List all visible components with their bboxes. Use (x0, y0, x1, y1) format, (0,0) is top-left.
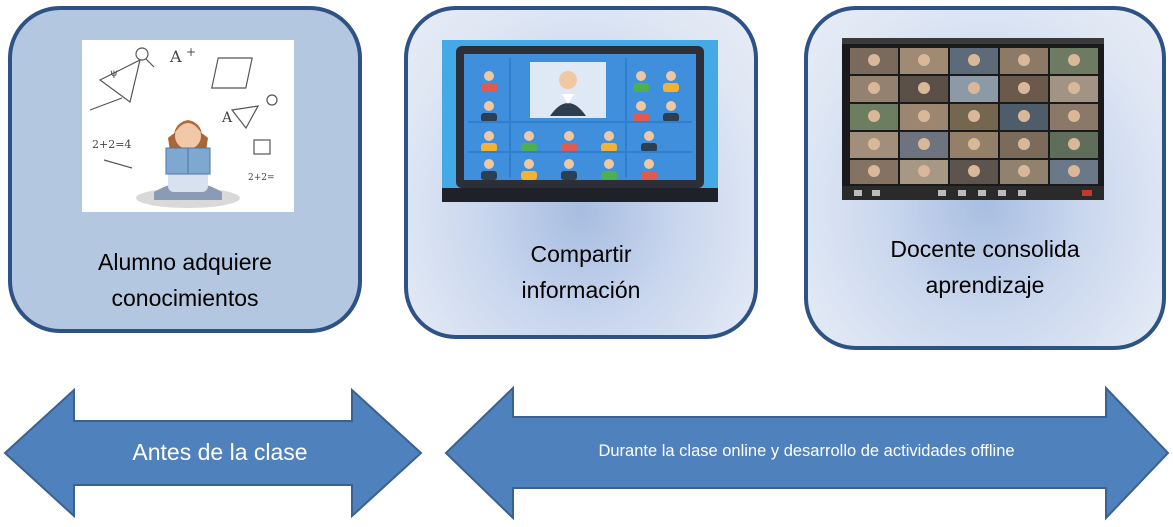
card-title-line-2: información (521, 277, 641, 303)
video-conference-grid-screenshot (842, 38, 1104, 200)
student-studying-illustration: A + 2+2=4 A 2+2= ψ (82, 40, 294, 212)
svg-text:ψ: ψ (110, 68, 118, 79)
timeline-arrow-during-class: Durante la clase online y desarrollo de … (440, 380, 1173, 522)
arrow-label: Antes de la clase (132, 439, 308, 465)
timeline-arrow-before-class: Antes de la clase (0, 387, 440, 522)
stage-card-share: Compartir información (404, 6, 758, 339)
double-arrow-shape (444, 385, 1170, 521)
stage-card-before: A + 2+2=4 A 2+2= ψ Alumno adquiere conoci… (8, 6, 362, 333)
stage-card-consolidate: Docente consolida aprendizaje (804, 6, 1166, 350)
svg-text:2+2=: 2+2= (248, 173, 275, 183)
laptop-video-call-illustration (442, 40, 718, 202)
svg-text:A: A (221, 110, 233, 126)
svg-text:+: + (186, 45, 196, 59)
card-title-line-2: conocimientos (111, 285, 259, 311)
svg-text:A: A (169, 47, 182, 66)
double-arrow-shape (3, 387, 423, 519)
arrow-label: Durante la clase online y desarrollo de … (598, 442, 1015, 460)
card-title-line-1: Docente consolida (890, 236, 1080, 262)
svg-text:2+2=4: 2+2=4 (92, 138, 131, 151)
card-title-line-1: Compartir (530, 241, 632, 267)
card-title-line-1: Alumno adquiere (98, 249, 272, 275)
card-title-line-2: aprendizaje (925, 272, 1045, 298)
